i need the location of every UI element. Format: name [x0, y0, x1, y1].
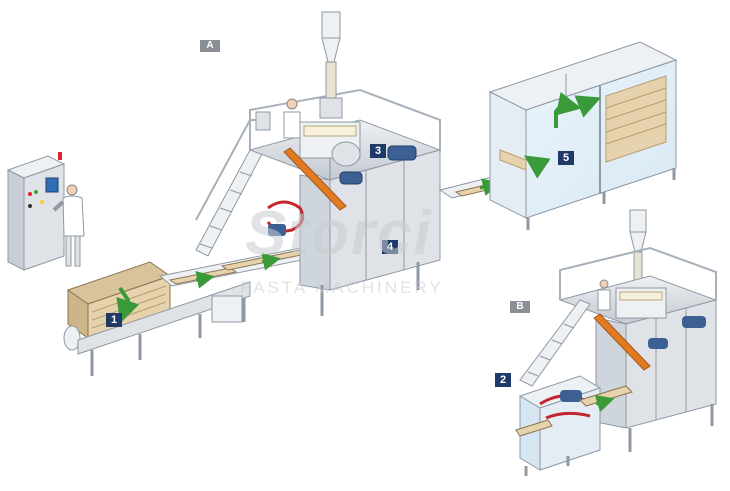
step-marker-5: 5	[558, 151, 574, 165]
motor-icon	[339, 171, 363, 185]
motor-icon	[268, 224, 286, 236]
orange-beam	[283, 147, 347, 211]
tray-loader-station	[63, 261, 251, 376]
operator-figure	[52, 184, 85, 267]
extruder-mixer	[299, 121, 361, 167]
technician-figure	[283, 98, 301, 139]
motor-icon	[682, 316, 706, 328]
control-box	[255, 111, 271, 131]
motor-icon	[387, 145, 417, 161]
hmi-screen-icon	[45, 177, 59, 193]
step-marker-1: 1	[106, 313, 122, 327]
transfer-conveyor	[158, 245, 324, 289]
press-line-a	[195, 11, 442, 316]
flour-hopper	[319, 11, 343, 119]
step-marker-2: 2	[495, 373, 511, 387]
access-stairs	[195, 119, 263, 257]
motor-icon	[648, 338, 668, 349]
layout-label-a: A	[200, 40, 220, 52]
dryer-enclosure	[488, 41, 678, 230]
step-marker-3: 3	[370, 144, 386, 158]
layout-label-b: B	[510, 301, 530, 313]
step-marker-4: 4	[382, 240, 398, 254]
motor-icon	[560, 390, 582, 402]
control-panel-cabinet	[6, 152, 66, 271]
press-line-b	[515, 209, 718, 476]
